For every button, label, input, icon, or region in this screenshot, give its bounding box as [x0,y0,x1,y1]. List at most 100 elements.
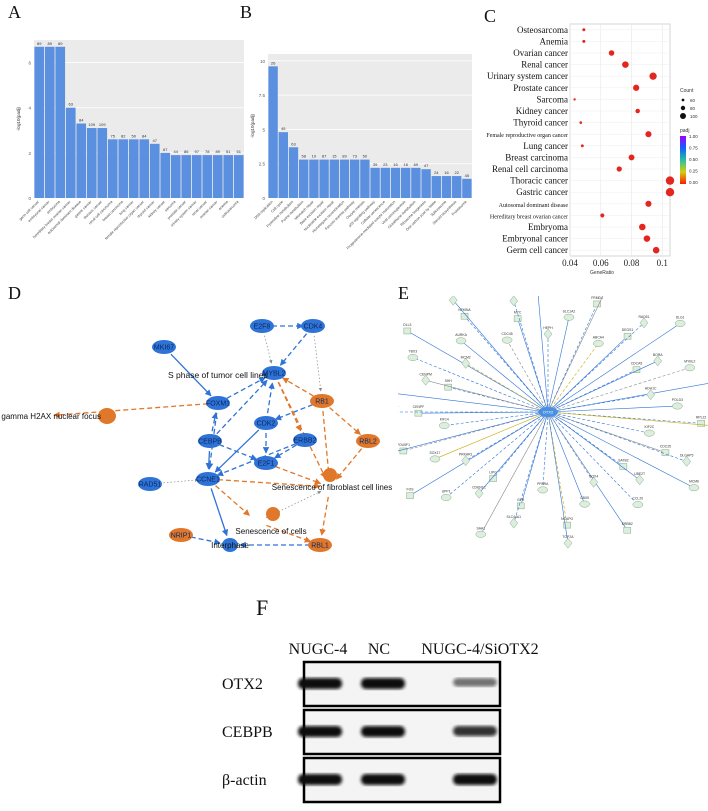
y-tick-label: Thyroid cancer [513,118,568,128]
gene-label: SHH [445,379,453,383]
legend-count-marker [681,98,685,102]
gene-node [407,354,419,361]
data-point [635,108,640,114]
gene-node [593,340,604,347]
panel-label-f: F [256,595,269,620]
legend-padj-label: 0.00 [689,180,698,185]
y-tick-label: Ovarian cancer [513,48,568,58]
y-tick-label: 7.5 [259,93,266,98]
network-edge [216,379,268,435]
gene-label: FRMD4 [591,296,603,300]
bar-data-label: 84 [79,118,84,123]
network-edge [275,465,322,485]
y-tick-label: Anemia [540,36,569,46]
bar [370,167,380,198]
y-tick-label: Hereditary breast ovarian cancer [490,214,568,220]
node-mybl2 [262,366,286,380]
bar [329,159,339,198]
gene-label: SAA1 [476,526,485,530]
network-edge [547,405,678,413]
bar [202,155,213,198]
bar-data-label: 63 [69,102,74,107]
bar [44,46,55,199]
gene-label: MCM6 [689,480,699,484]
network-edge [465,411,549,461]
node-label: MYBL2 [263,371,286,378]
bar-data-label: 84 [142,133,147,138]
gene-node [444,383,452,391]
bar [76,123,87,198]
gene-label: SATB2 [618,458,629,462]
node-interphase [222,538,238,552]
bar-data-label: 58 [301,154,306,159]
node-label: CDK4 [304,324,323,331]
bar [233,155,244,198]
legend-count-marker [680,113,686,119]
bar-data-label: 51 [237,149,242,154]
gene-label: MYC [514,311,522,315]
y-tick-label: Embryoma [528,222,568,232]
y-tick-label: Renal cancer [521,60,568,70]
network-edge [398,411,549,452]
panel-label-d: D [8,283,21,303]
gene-node [684,364,696,372]
bar [299,159,309,198]
row-label: β-actin [222,772,267,789]
bar-data-label: 89 [48,41,53,46]
bar-data-label: 47 [153,138,158,143]
legend-padj-colorbar [680,136,686,184]
gene-label: AURKA [455,333,467,337]
plot-area [569,23,671,257]
gene-label: CDC25 [660,445,671,449]
network-edge [170,353,212,397]
network-edge [547,411,585,505]
gene-label: SLC1A2 [563,309,576,313]
node-label: CCNE1 [196,477,220,484]
y-tick-label: 6 [28,61,31,66]
bar-data-label: 109 [88,122,95,127]
node-label: Senescence of fibroblast cell lines [272,483,393,492]
y-tick-label: 0 [262,196,265,201]
data-point [582,28,586,32]
data-point [573,98,576,101]
legend-padj-label: 0.50 [689,157,698,162]
bar-data-label: 45 [465,173,470,178]
hub-node [538,407,558,417]
network-edge [190,536,221,546]
gene-node [623,332,632,340]
bar [350,159,360,198]
blot-band [453,678,497,687]
node-cdk2 [254,416,278,430]
bar-data-label: 73 [352,154,357,159]
data-point [616,166,622,172]
x-tick-label: anemia [218,200,229,211]
network-edge [444,411,549,426]
lane-label: NUGC-4 [289,641,348,658]
node-label: CEBPB [198,439,222,446]
gene-label: ERBB2 [622,522,633,526]
gene-label: HMGB2 [508,296,520,297]
gene-node [399,447,408,455]
gene-label: DLL3 [403,323,411,327]
node-ccne1 [196,472,220,486]
y-tick-label: Thoracic cancer [510,176,568,186]
network-edge [274,444,297,459]
bar [139,139,150,198]
node-senescence-cells [266,507,280,521]
node-cdk4 [301,319,325,333]
gene-node [563,521,571,529]
x-tick-label: 0.04 [562,258,578,268]
bar [452,176,462,198]
network-edge [159,478,199,484]
bar-data-label: 47 [424,163,429,168]
gene-node [403,327,412,335]
gene-node [635,474,644,486]
legend-count-label: 60 [690,98,696,103]
bar [97,128,108,198]
data-point [580,144,584,148]
node-label: RB1 [315,399,329,406]
network-edge [547,296,604,413]
blot-band [453,726,497,737]
gene-label: UPP1 [442,489,451,493]
